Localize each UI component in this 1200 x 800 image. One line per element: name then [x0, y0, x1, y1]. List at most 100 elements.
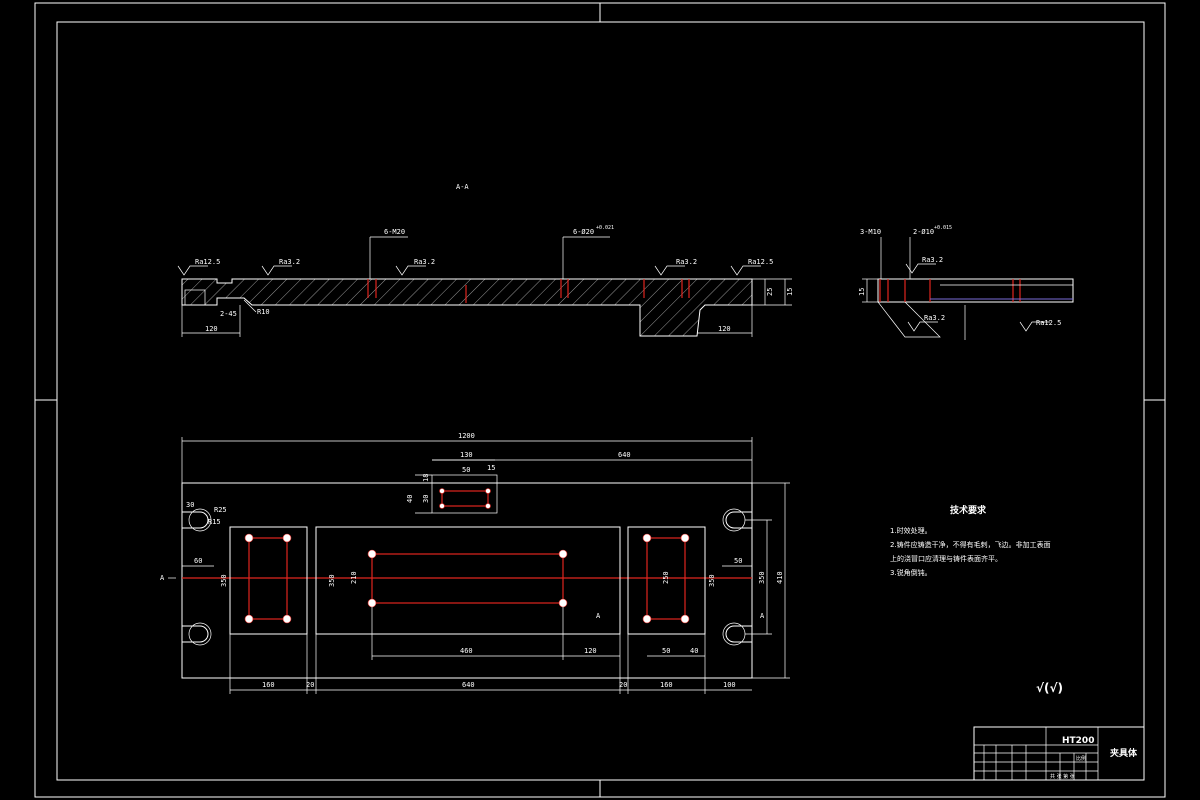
left-pad-hole-1: [244, 533, 254, 543]
left-pad-outer: [229, 526, 308, 635]
dim-50-right: 50: [734, 557, 742, 565]
dim-160-left: 160: [262, 681, 275, 689]
roughness-label-3: Ra3.2: [414, 258, 435, 266]
left-pad-red: [248, 537, 288, 620]
section-marker-mid: A: [596, 612, 601, 620]
general-roughness: √(√): [1036, 681, 1063, 695]
roughness-symbol-5: [730, 265, 761, 276]
title-block: HT200 夹具体 比例 共 张 第 张: [973, 726, 1145, 781]
section-title: A-A: [456, 183, 469, 191]
side-view-wedge: [877, 301, 941, 338]
dim-40: 40: [406, 495, 414, 503]
dim-350-mid: 350: [328, 574, 336, 587]
center-pad-red: [371, 553, 564, 604]
dim-15: 15: [487, 464, 495, 472]
dim-r15: R15: [208, 518, 221, 526]
dim-20-left: 20: [306, 681, 314, 689]
callout-tolerance: +0.021: [596, 225, 614, 231]
left-pad-hole-4: [282, 614, 292, 624]
side-callout-3m10: 3-M10: [860, 228, 881, 236]
tech-item-1: 1.时效处理。: [890, 526, 932, 535]
roughness-symbol-4: [654, 265, 685, 276]
top-slot-hole-4: [485, 503, 491, 509]
side-callout-2d10: 2-Ø10: [913, 228, 934, 236]
left-pad-hole-2: [282, 533, 292, 543]
dim-20-right: 20: [619, 681, 627, 689]
dim-250: 250: [662, 571, 670, 584]
dim-height-2: 15: [786, 288, 794, 296]
left-u-slot-arc-bottom: [188, 622, 212, 646]
dim-right-120: 120: [718, 325, 731, 333]
roughness-symbol-2: [261, 265, 292, 276]
section-marker-left: A: [160, 574, 165, 582]
plan-outer-plate: [181, 482, 753, 679]
section-left-bore: [184, 289, 206, 306]
dim-350-left: 350: [220, 574, 228, 587]
dim-160-right: 160: [660, 681, 673, 689]
top-slot-hole-3: [439, 503, 445, 509]
title-block-material: HT200: [1062, 736, 1094, 746]
plan-view: 1200 640 130 50 15 18 40 30 350: [160, 432, 790, 694]
title-block-scale: 比例: [1076, 755, 1086, 762]
tech-item-2: 2.铸件应铸造干净，不得有毛刺，飞边。非加工表面: [890, 540, 1051, 549]
inner-frame: [56, 21, 1145, 781]
dim-18: 18: [422, 474, 430, 482]
dim-60: 60: [194, 557, 202, 565]
left-u-slot-top: [182, 511, 209, 529]
side-dim-height: 15: [858, 288, 866, 296]
dim-640: 640: [462, 681, 475, 689]
callout-6d20: 6-Ø20: [573, 228, 594, 236]
side-roughness-2: [907, 321, 938, 332]
section-view-aa: A-A 6-M20 6-Ø20 +0.021 Ra12.5 Ra3.2 Ra3.…: [177, 183, 794, 337]
dim-50-bottom: 50: [662, 647, 670, 655]
tech-item-2b: 上的浇冒口应清理与铸件表面齐平。: [890, 554, 1002, 563]
dim-2x45: 2-45: [220, 310, 237, 318]
right-pad-hole-3: [642, 614, 652, 624]
title-block-sheet: 共 张 第 张: [1050, 773, 1075, 780]
dim-r10: R10: [257, 308, 270, 316]
left-pad-hole-3: [244, 614, 254, 624]
left-u-slot-bottom: [182, 625, 209, 643]
left-u-slot-arc-top: [188, 508, 212, 532]
center-pad-outer: [315, 526, 621, 635]
dim-40-bottom: 40: [690, 647, 698, 655]
side-view: 3-M10 2-Ø10 +0.015 Ra3.2 Ra3.2 Ra12.5 15: [858, 225, 1074, 340]
tech-item-3: 3.锐角倒钝。: [890, 568, 932, 577]
dim-460: 460: [460, 647, 473, 655]
dim-350-right: 350: [708, 574, 716, 587]
dim-30-left: 30: [186, 501, 194, 509]
right-pad-hole-4: [680, 614, 690, 624]
roughness-label-2: Ra3.2: [279, 258, 300, 266]
roughness-symbol-3: [395, 265, 426, 276]
dim-120: 120: [584, 647, 597, 655]
right-pad-outer: [627, 526, 706, 635]
dim-100: 100: [723, 681, 736, 689]
roughness-label-5: Ra12.5: [748, 258, 773, 266]
side-roughness-label-2: Ra3.2: [924, 314, 945, 322]
roughness-symbol-1: [177, 265, 208, 276]
top-slot-red: [441, 490, 489, 507]
section-marker-right: A: [760, 612, 765, 620]
right-u-slot-top: [725, 511, 752, 529]
right-pad-hole-2: [680, 533, 690, 543]
roughness-label-4: Ra3.2: [676, 258, 697, 266]
right-pad-hole-1: [642, 533, 652, 543]
dim-height-1: 25: [766, 288, 774, 296]
side-roughness-label-3: Ra12.5: [1036, 319, 1061, 327]
top-slot-hole-2: [485, 488, 491, 494]
section-hatched-body: [181, 278, 753, 337]
dim-50: 50: [462, 466, 470, 474]
top-slot-hole-1: [439, 488, 445, 494]
dim-130: 130: [460, 451, 473, 459]
top-slot-frame: [431, 474, 498, 514]
center-pad-hole-1: [367, 549, 377, 559]
dim-30: 30: [422, 495, 430, 503]
callout-6m20: 6-M20: [384, 228, 405, 236]
dim-r25: R25: [214, 506, 227, 514]
dim-210: 210: [350, 571, 358, 584]
roughness-label-1: Ra12.5: [195, 258, 220, 266]
dim-640-top: 640: [618, 451, 631, 459]
tech-heading: 技术要求: [950, 504, 987, 516]
title-block-frame: [973, 726, 1145, 781]
